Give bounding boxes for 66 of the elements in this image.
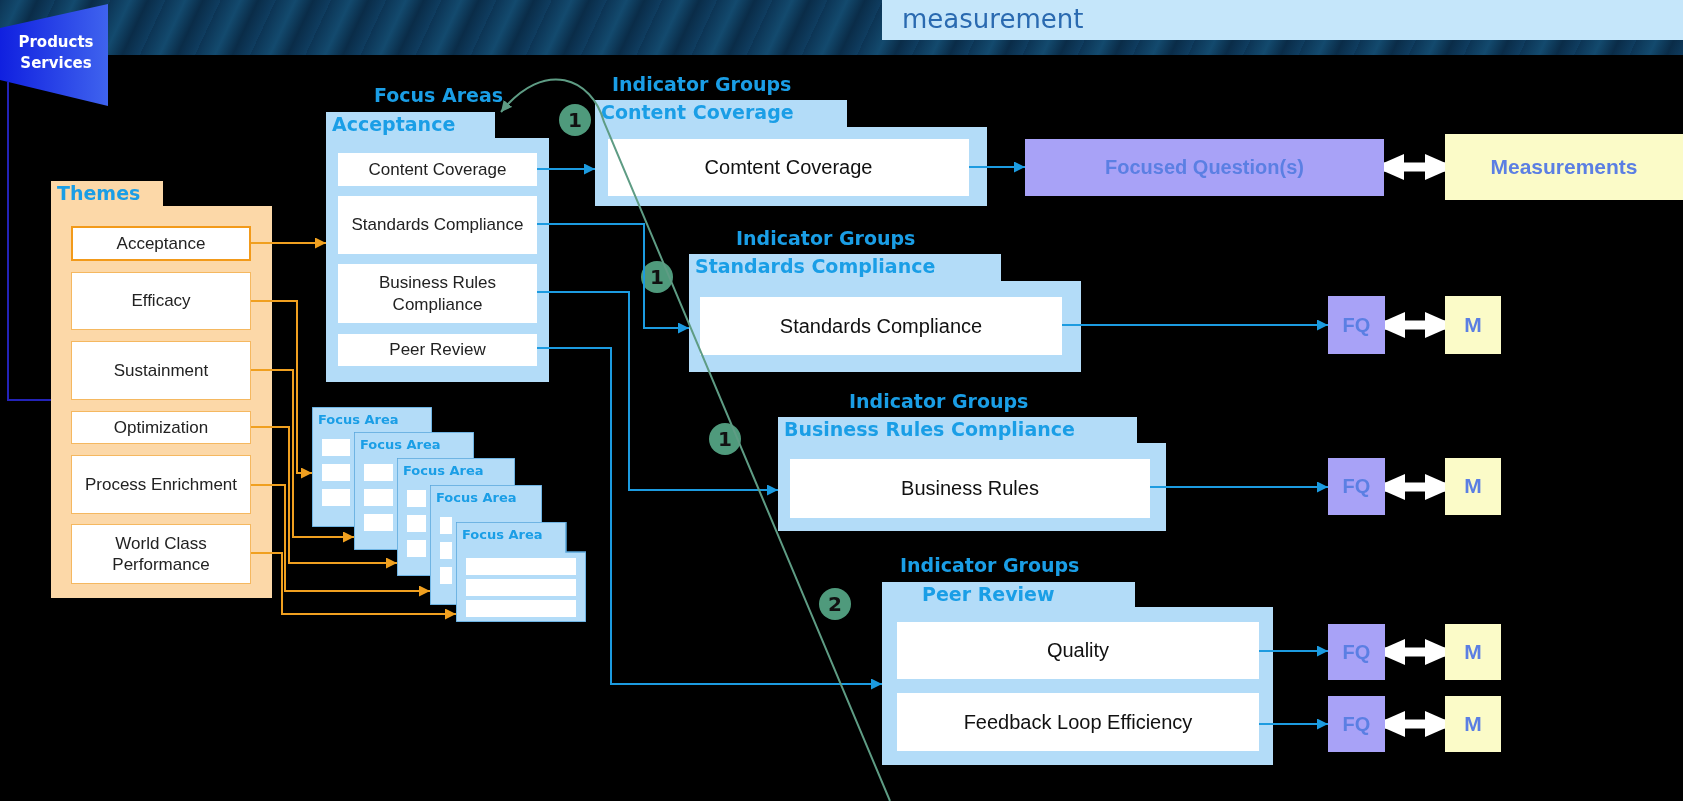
arrow — [1258, 645, 1329, 657]
arrow — [536, 347, 883, 690]
arrow — [1149, 481, 1329, 493]
theme-item: Efficacy — [71, 272, 251, 330]
theme-item: Acceptance — [71, 226, 251, 261]
arrow — [250, 426, 398, 569]
folder-panel — [51, 181, 272, 598]
question-box: FQ — [1328, 458, 1385, 515]
measurement-box: Measurements — [1445, 134, 1683, 200]
question-box: FQ — [1328, 296, 1385, 354]
arrow — [968, 161, 1026, 173]
indicator-item: Business Rules — [790, 459, 1150, 518]
focus-item: Standards Compliance — [338, 196, 537, 254]
title: measurement — [882, 0, 1683, 40]
group-heading: Indicator Groups — [849, 389, 1029, 413]
number-badge: 2 — [819, 588, 851, 620]
indicator-item: Quality — [897, 622, 1259, 679]
arrow — [536, 223, 690, 334]
connector-line — [7, 81, 52, 401]
tab-title: Focus Area — [360, 436, 441, 453]
arrow — [1258, 718, 1329, 730]
measurement-box: M — [1445, 458, 1501, 515]
flag-label: Products Services — [17, 32, 95, 74]
focus-item: Content Coverage — [338, 153, 537, 186]
tab-title: Focus Area — [462, 526, 543, 543]
group-heading: Indicator Groups — [736, 226, 916, 250]
group-heading: Indicator Groups — [900, 553, 1080, 577]
theme-item: Sustainment — [71, 341, 251, 400]
tab-title: Focus Area — [403, 462, 484, 479]
measurement-box: M — [1445, 296, 1501, 354]
theme-item: World Class Performance — [71, 524, 251, 584]
tab-title: Focus Area — [318, 411, 399, 428]
theme-item: Process Enrichment — [71, 455, 251, 514]
tab-title: Standards Compliance — [695, 254, 936, 278]
measurement-box: M — [1445, 624, 1501, 680]
focus-item: Business Rules Compliance — [338, 264, 537, 323]
arrow — [1061, 319, 1329, 331]
focus-item: Peer Review — [338, 334, 537, 366]
arrow — [250, 369, 355, 543]
question-box: FQ — [1328, 696, 1385, 752]
arrow — [250, 237, 327, 249]
indicator-item: Feedback Loop Efficiency — [897, 693, 1259, 751]
arrow — [536, 291, 779, 496]
theme-item: Optimization — [71, 411, 251, 444]
arrow — [250, 552, 457, 620]
arrow — [250, 300, 313, 479]
banner-flag — [0, 4, 108, 106]
tab-title: Focus Area — [436, 489, 517, 506]
number-badge: 1 — [559, 104, 591, 136]
focus-area-card — [456, 522, 586, 622]
tab-title: Themes — [57, 181, 141, 205]
indicator-item: Comtent Coverage — [608, 139, 969, 196]
group-heading: Focus Areas — [374, 83, 504, 107]
arrow — [250, 484, 431, 597]
indicator-item: Standards Compliance — [700, 297, 1062, 355]
tab-title: Acceptance — [332, 112, 456, 136]
question-box: FQ — [1328, 624, 1385, 680]
number-badge: 1 — [709, 423, 741, 455]
tab-title: Peer Review — [922, 582, 1055, 606]
curved-arrow — [500, 78, 891, 801]
tab-title: Business Rules Compliance — [784, 417, 1075, 441]
question-box: Focused Question(s) — [1025, 139, 1384, 196]
arrow — [536, 163, 596, 175]
group-heading: Indicator Groups — [612, 72, 792, 96]
measurement-box: M — [1445, 696, 1501, 752]
tab-title: Content Coverage — [601, 100, 794, 124]
